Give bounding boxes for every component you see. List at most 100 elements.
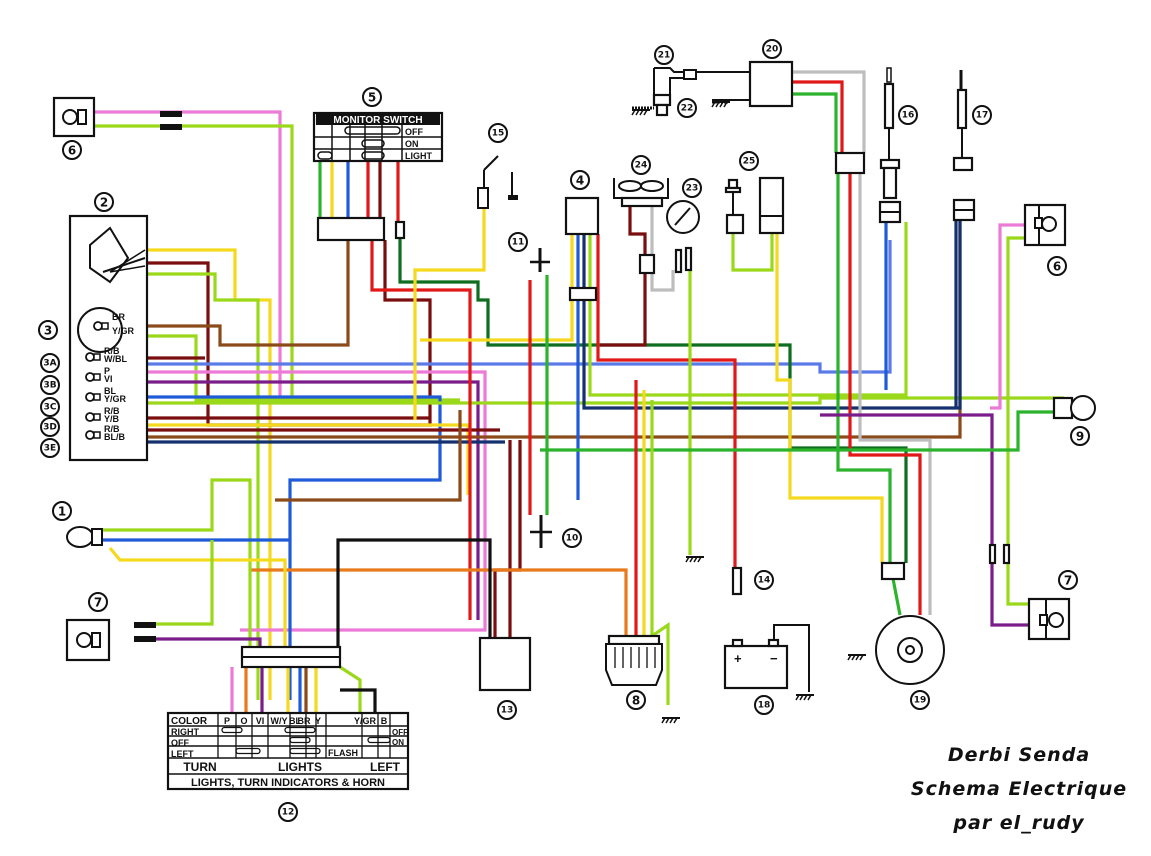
- wire-green: [836, 173, 902, 616]
- horn-state: ON: [392, 738, 404, 747]
- rear-turn-signal-left: [65, 618, 111, 662]
- badge-spark-plug-cap: 21: [654, 45, 674, 65]
- lamp-wire-label: R/B: [104, 346, 120, 356]
- row-label-off: OFF: [171, 738, 189, 748]
- wire-yellow-green: [731, 233, 774, 272]
- badge-headlight: 1: [52, 501, 72, 521]
- svg-text:7: 7: [1064, 574, 1072, 588]
- battery-plus: +: [734, 651, 742, 666]
- wire-red: [596, 234, 737, 568]
- wire-yellow-green: [147, 272, 260, 700]
- column-header: W/Y: [271, 716, 288, 726]
- horn-state: OFF: [392, 728, 408, 737]
- wire-dark-red: [493, 440, 522, 638]
- svg-text:6: 6: [68, 144, 76, 158]
- cdi-connector: [834, 151, 866, 175]
- svg-text:2: 2: [100, 196, 108, 210]
- regulator: [605, 634, 663, 686]
- badge-battery: 18: [754, 695, 774, 715]
- wire-yellow: [413, 208, 486, 420]
- lamp-lamp3D: R/BY/B: [85, 406, 120, 424]
- wire-white-blue: [147, 240, 892, 374]
- front-turn-signal-right: [1023, 203, 1067, 247]
- wire-grey: [792, 70, 866, 153]
- section-label: LIGHTS: [278, 760, 322, 774]
- column-header: VI: [256, 716, 265, 726]
- badge-indicator-lamp-e: 3E: [40, 438, 60, 458]
- svg-text:21: 21: [658, 51, 671, 61]
- alternator: [875, 615, 945, 685]
- flash-label: FLASH: [328, 748, 358, 758]
- horn: [666, 200, 700, 274]
- inline-fuse: [394, 220, 406, 240]
- column-header: Y: [315, 716, 321, 726]
- badge-horn: 23: [682, 178, 702, 198]
- wire-navy: [582, 220, 962, 410]
- svg-text:19: 19: [914, 696, 927, 706]
- headlight: [66, 526, 103, 548]
- lamp-lamp3C: BLY/GR: [85, 386, 127, 404]
- wire-dark-green: [398, 238, 908, 563]
- svg-text:3B: 3B: [43, 381, 56, 391]
- lamp-wire-label: R/B: [104, 424, 120, 434]
- wire-red: [370, 240, 472, 620]
- svg-text:3: 3: [44, 324, 52, 338]
- wire-black: [336, 538, 492, 647]
- column-header: Y/GR: [354, 716, 377, 726]
- badge-indicator-lamp-a: 3A: [40, 353, 60, 373]
- front-turn-signal-left: [52, 96, 96, 138]
- badge-sensor-16: 16: [898, 105, 918, 125]
- oil-level-sensor: [724, 176, 785, 235]
- inline-connector: [1002, 543, 1011, 565]
- wire-yellow: [108, 546, 287, 647]
- svg-text:6: 6: [1053, 260, 1061, 274]
- cdi-unit: [696, 60, 794, 108]
- flasher-unit: [478, 636, 532, 692]
- lamp-wire-label: Y/GR: [104, 394, 127, 404]
- color-header: COLOR: [171, 716, 208, 727]
- relay: [613, 178, 669, 275]
- tail-light: [1052, 395, 1096, 421]
- svg-text:13: 13: [501, 706, 514, 716]
- brake-switch: [477, 155, 518, 209]
- lamp-wire-label: BL: [104, 386, 116, 396]
- badge-handlebar-switch: 12: [278, 802, 298, 822]
- wire-yellow-green: [588, 222, 908, 397]
- column-header: P: [224, 716, 230, 726]
- svg-text:3D: 3D: [43, 423, 57, 433]
- column-header: O: [240, 716, 247, 726]
- wire-yellow-green: [147, 334, 460, 402]
- badge-sensor-17: 17: [972, 105, 992, 125]
- title-line-2: Schema Electrique: [910, 778, 1128, 800]
- wire-yellow-green: [156, 540, 214, 626]
- badge-sensor-10: 10: [562, 528, 582, 548]
- wire-pink: [990, 223, 1025, 410]
- lamp-lamp3B: PVI: [85, 366, 113, 384]
- sleeve: [160, 111, 182, 117]
- badge-regulator: 8: [626, 690, 646, 710]
- wire-red: [792, 80, 844, 153]
- badge-sensor-11: 11: [508, 232, 528, 252]
- wire-yellow-green: [102, 478, 252, 647]
- wire-violet: [820, 413, 1029, 627]
- lamp-wire-label: BR: [112, 312, 125, 322]
- svg-text:12: 12: [282, 808, 295, 818]
- svg-text:23: 23: [686, 184, 699, 194]
- svg-text:15: 15: [492, 129, 505, 139]
- wire-dark-red: [628, 206, 647, 255]
- ground-icon: [631, 109, 650, 116]
- monitor-switch: MONITOR SWITCH OFF ON LIGHT: [312, 111, 444, 163]
- wire-blue: [147, 395, 442, 700]
- lamp-wire-label: Y/GR: [112, 326, 135, 336]
- wire-brown: [147, 240, 350, 347]
- connector-4-lower: [568, 286, 598, 302]
- svg-text:10: 10: [566, 534, 579, 544]
- rear-turn-signal-right: [1027, 597, 1071, 641]
- battery-minus: −: [770, 651, 778, 666]
- svg-text:3A: 3A: [43, 359, 56, 369]
- svg-text:1: 1: [58, 505, 66, 519]
- sleeve: [160, 124, 182, 130]
- badge-rear-turn-signal: 7: [88, 592, 108, 612]
